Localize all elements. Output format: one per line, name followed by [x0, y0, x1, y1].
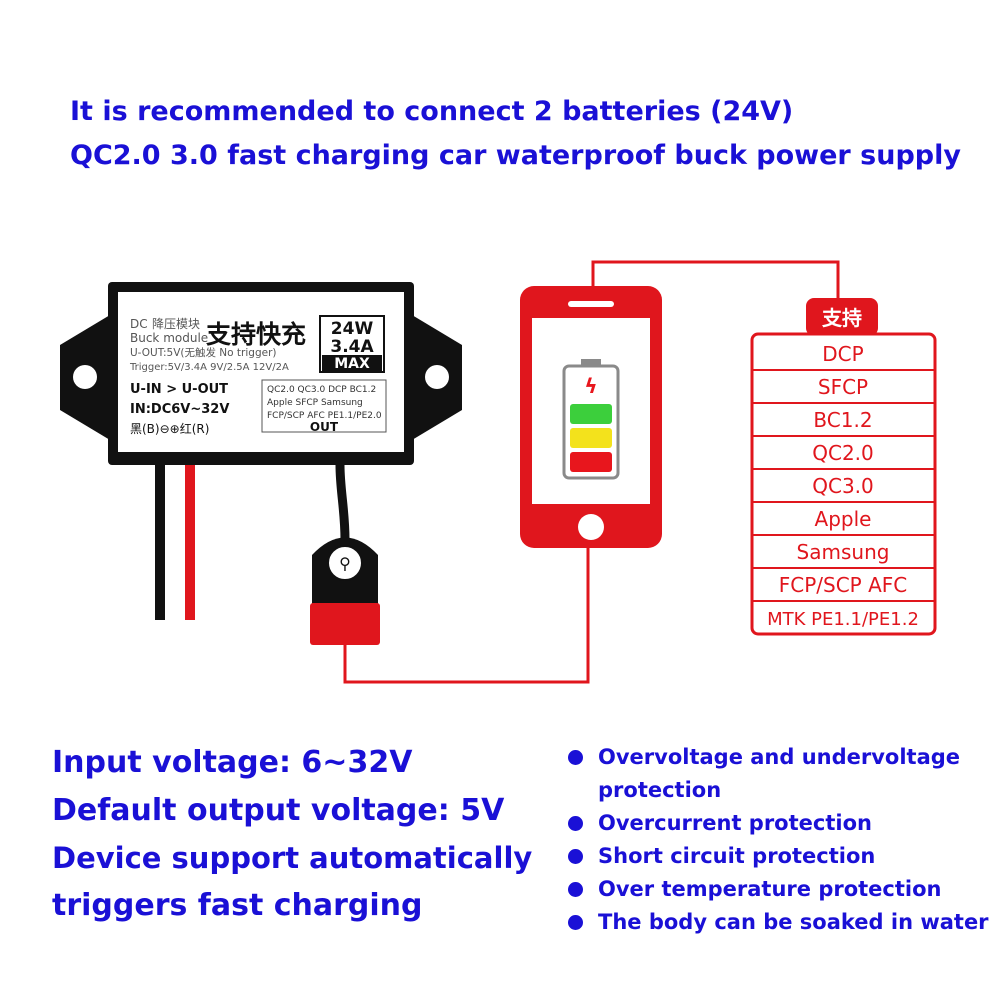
protocol-box-line-2: Apple SFCP Samsung — [267, 398, 363, 408]
bullet-icon — [568, 915, 583, 930]
feature-text: Short circuit protection — [598, 844, 876, 868]
usb-plug: ⚲ — [310, 537, 380, 645]
bullet-icon — [568, 750, 583, 765]
smartphone: ϟ — [520, 286, 662, 548]
badge-24w: 24W — [331, 319, 374, 339]
lightning-icon: ϟ — [584, 374, 597, 398]
phone-to-protocol-wire — [591, 260, 840, 312]
headline-product-title: QC2.0 3.0 fast charging car waterproof b… — [70, 140, 961, 171]
feature-item: Overvoltage and undervoltage — [568, 741, 988, 774]
protocol-item: QC2.0 — [812, 441, 874, 465]
mount-hole-right — [425, 365, 449, 389]
dc-label: DC — [130, 317, 148, 331]
out-label: OUT — [310, 420, 339, 434]
buck-module: DC 降压模块 Buck module 支持快充 U-OUT:5V(无触发 No… — [60, 282, 462, 465]
phone-speaker — [568, 301, 614, 307]
usb-port — [327, 545, 363, 581]
spec-fast-charge-line-2: triggers fast charging — [52, 888, 423, 923]
usb-symbol-icon: ⚲ — [339, 554, 351, 573]
protocol-box-line-3: FCP/SCP AFC PE1.1/PE2.0 — [267, 411, 382, 421]
protocol-list-frame — [750, 332, 937, 636]
protocol-title-bg — [806, 298, 878, 336]
protocol-box — [261, 379, 387, 433]
feature-item: The body can be soaked in water — [568, 906, 989, 939]
buck-module-label: Buck module — [130, 331, 208, 345]
headline-recommendation: It is recommended to connect 2 batteries… — [70, 96, 794, 127]
usb-to-phone-cable — [343, 540, 590, 684]
bullet-icon — [568, 849, 583, 864]
trigger-line: Trigger:5V/3.4A 9V/2.5A 12V/2A — [129, 362, 289, 373]
feature-text: protection — [598, 778, 722, 802]
mount-hole-left — [73, 365, 97, 389]
feature-item: Short circuit protection — [568, 840, 988, 873]
feature-text: The body can be soaked in water — [598, 910, 989, 934]
uout-line: U-OUT:5V(无触发 No trigger) — [130, 346, 276, 359]
bullet-icon — [568, 882, 583, 897]
feature-item-continued: protection — [568, 774, 988, 807]
protocol-box-line-1: QC2.0 QC3.0 DCP BC1.2 — [267, 385, 376, 395]
input-range-label: IN:DC6V~32V — [130, 402, 229, 417]
fast-charge-title: 支持快充 — [206, 320, 306, 349]
protocol-list: 支持 DCP SFCP BC1.2 QC2.0 QC3.0 Apple Sams… — [750, 298, 937, 636]
feature-text: Overcurrent protection — [598, 811, 872, 835]
protocol-item: MTK PE1.1/PE1.2 — [767, 609, 919, 630]
usb-plug-red-base — [310, 603, 380, 645]
bullet-icon — [568, 816, 583, 831]
feature-text: Over temperature protection — [598, 877, 942, 901]
protocol-item: Samsung — [797, 540, 890, 564]
battery-level-red — [570, 452, 612, 472]
feature-item: Overcurrent protection — [568, 807, 988, 840]
protocol-item: FCP/SCP AFC — [779, 573, 908, 597]
battery-terminal — [581, 359, 601, 367]
badge-max-bg — [322, 355, 382, 371]
badge-max: MAX — [334, 356, 370, 372]
spec-output-voltage: Default output voltage: 5V — [52, 793, 505, 828]
protocol-item: QC3.0 — [812, 474, 874, 498]
battery-level-yellow — [570, 428, 612, 448]
protocol-item: SFCP — [818, 375, 868, 399]
protocol-dividers — [752, 369, 935, 602]
spec-fast-charge-line-1: Device support automatically — [52, 841, 533, 875]
protocol-item: DCP — [822, 342, 863, 366]
spec-input-voltage: Input voltage: 6~32V — [52, 745, 413, 780]
protocol-item: BC1.2 — [813, 408, 872, 432]
polarity-label: 黑(B)⊖⊕红(R) — [130, 421, 209, 436]
cn-title: 降压模块 — [152, 317, 200, 331]
feature-text: Overvoltage and undervoltage — [598, 745, 961, 769]
uin-uout-label: U-IN > U-OUT — [130, 382, 228, 397]
wire-layer — [155, 260, 840, 684]
badge-34a: 3.4A — [330, 337, 374, 357]
protocol-item: Apple — [815, 507, 872, 531]
feature-item: Over temperature protection — [568, 873, 988, 906]
protocol-title: 支持 — [822, 306, 862, 330]
battery-level-green — [570, 404, 612, 424]
feature-list: Overvoltage and undervoltage protection … — [568, 741, 989, 939]
usb-cable — [335, 464, 350, 541]
phone-home-button — [578, 514, 604, 540]
